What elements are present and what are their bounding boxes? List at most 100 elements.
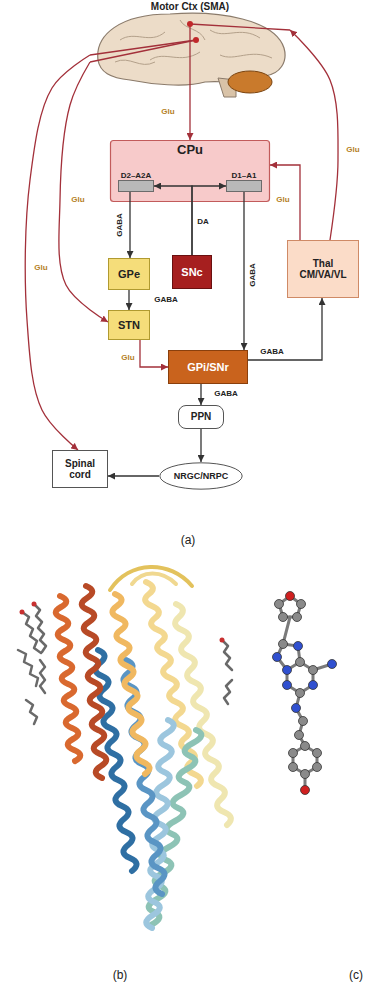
pathway-arrow <box>140 340 168 367</box>
node-label: PPN <box>191 411 212 423</box>
ligand-atoms-part <box>295 731 304 740</box>
node-label: D1–A1 <box>232 171 257 180</box>
ligand-bonds <box>277 596 332 790</box>
ligand-atoms-part <box>292 704 301 713</box>
pathway-arrow <box>59 62 108 322</box>
lipid-molecules-part <box>26 700 37 724</box>
brain-illustration-part <box>193 37 199 43</box>
ligand-atoms-part <box>297 600 306 609</box>
node-label: Motor Ctx (SMA) <box>151 1 229 13</box>
node-label: STN <box>118 319 140 332</box>
lipid-molecules-part <box>222 640 232 670</box>
pathway-arrow <box>248 298 322 360</box>
ligand-molecule <box>273 592 337 795</box>
ligand-atoms-part <box>289 763 298 772</box>
transmitter-label: Glu <box>120 354 135 362</box>
ligand-atoms-part <box>301 742 310 751</box>
transmitter-label: Glu <box>275 196 290 204</box>
brain-region: Motor Ctx (SMA) <box>90 0 290 98</box>
pathway-arrow <box>200 384 201 405</box>
lipid-molecules-part <box>224 680 232 704</box>
ligand-atoms-part <box>313 749 322 758</box>
pathway-arrow <box>270 165 300 240</box>
transmitter-label: GABA <box>116 212 124 238</box>
nucleus-ellipse: NRGC/NRPC <box>159 462 243 490</box>
ligand-atoms-part <box>275 600 284 609</box>
panel-label: (c) <box>348 969 364 981</box>
nucleus-box: PPN <box>178 405 224 429</box>
receptor-box: D2–A2A <box>118 180 154 192</box>
protein-structure-part <box>56 596 81 761</box>
ligand-atoms-part <box>279 613 288 622</box>
brain-illustration-part-part <box>210 30 260 38</box>
node-label: NRGC/NRPC <box>174 471 229 481</box>
brain-illustration-part-part <box>120 32 165 40</box>
ligand-atoms-part <box>273 653 282 662</box>
spinal-cord-box: Spinal cord <box>52 450 108 488</box>
transmitter-label: GABA <box>213 390 239 398</box>
protein-structure-part <box>146 720 174 928</box>
pathway-arrow <box>189 98 190 140</box>
transmitter-label: Glu <box>345 146 360 154</box>
brain-illustration-part-part <box>180 20 205 40</box>
ligand-atoms-part <box>309 681 318 690</box>
pathway-arrow <box>129 192 130 258</box>
pathway-arrow <box>243 192 244 350</box>
ligand-atoms-part <box>301 786 310 795</box>
brain-illustration-part-part <box>90 40 196 55</box>
brain-illustration-part <box>90 24 290 98</box>
ligand-atoms-part <box>309 666 318 675</box>
ligand-atoms-part <box>294 642 303 651</box>
ligand-atoms-part <box>313 763 322 772</box>
ligand-atoms-part <box>286 592 295 601</box>
thalamus-box: Thal CM/VA/VL <box>287 240 359 298</box>
brain-illustration-part-part <box>90 40 196 62</box>
ligand-atoms-part <box>299 717 308 726</box>
protein-structure-part <box>112 594 149 774</box>
brain-illustration-part-part <box>189 24 190 98</box>
protein-structure <box>18 567 232 928</box>
lipid-molecules-part <box>18 650 38 686</box>
brain-illustration-part-part <box>190 24 290 30</box>
brain-illustration-part <box>187 21 193 27</box>
transmitter-label: Glu <box>70 196 85 204</box>
ellipse-shape <box>160 463 242 489</box>
node-label: Spinal cord <box>59 458 101 481</box>
lipid-oxygens-part <box>220 638 225 643</box>
node-label: GPe <box>118 268 140 281</box>
nucleus-box: STN <box>108 310 150 340</box>
brain-illustration <box>90 0 290 98</box>
lipid-oxygens-part <box>32 602 37 607</box>
node-label: D2–A2A <box>121 171 152 180</box>
lipid-molecules-part <box>40 660 45 693</box>
pathway-arrow <box>290 30 338 240</box>
brain-illustration-part-part <box>220 54 272 58</box>
nucleus-box: GPi/SNr <box>168 350 248 384</box>
ligand-atoms-part <box>293 613 302 622</box>
transmitter-label: GABA <box>259 348 285 356</box>
node-label: GPi/SNr <box>187 361 229 374</box>
brain-illustration-part <box>228 71 272 93</box>
ligand-atoms-part <box>296 658 305 667</box>
panel-label: (b) <box>112 969 129 981</box>
panel-label: (a) <box>180 534 197 546</box>
nucleus-box: GPe <box>108 258 150 290</box>
ligand-atoms <box>273 592 337 795</box>
pathway-arrow <box>128 290 129 310</box>
transmitter-label: Glu <box>33 264 48 272</box>
ligand-atoms-part <box>328 660 337 669</box>
ligand-atoms-part <box>279 640 288 649</box>
ligand-atoms-part <box>283 681 292 690</box>
ligand-atoms-part <box>301 770 310 779</box>
transmitter-label: GABA <box>153 296 179 304</box>
ligand-atoms-part <box>283 666 292 675</box>
ligand-atoms-part <box>296 689 305 698</box>
region-fill <box>111 141 270 202</box>
protein-structure-part <box>82 586 107 778</box>
transmitter-label: DA <box>196 218 210 226</box>
brain-illustration-part-part <box>150 52 200 60</box>
lipid-molecules-part <box>34 604 46 652</box>
brain-illustration-part-part <box>115 60 155 64</box>
